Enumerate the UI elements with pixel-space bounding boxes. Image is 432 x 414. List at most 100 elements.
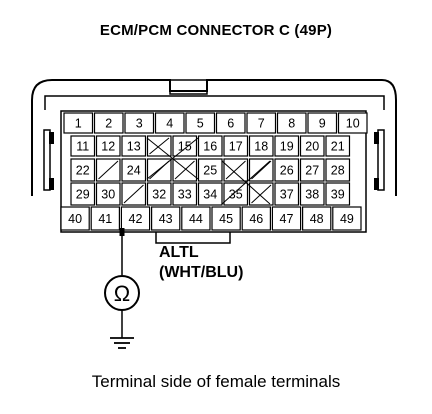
svg-text:11: 11 [76,140,89,154]
terminal-2: 2 [93,112,124,134]
terminal-27: 27 [299,158,325,182]
svg-text:24: 24 [127,164,141,178]
svg-text:10: 10 [346,117,360,131]
terminal-3: 3 [124,112,155,134]
svg-text:33: 33 [178,188,192,202]
svg-text:8: 8 [288,117,295,131]
terminal-5: 5 [185,112,216,134]
svg-text:25: 25 [203,164,217,178]
caption: Terminal side of female terminals [91,372,341,391]
terminal-11: 11 [70,135,96,157]
svg-text:3: 3 [136,117,143,131]
terminal-44: 44 [181,206,211,231]
terminal-34: 34 [197,182,223,206]
svg-text:40: 40 [68,212,82,226]
terminal-37: 37 [274,182,300,206]
svg-text:41: 41 [98,212,112,226]
svg-text:5: 5 [197,117,204,131]
terminal-42: 42 [120,206,151,231]
terminal-empty [95,158,121,182]
svg-text:43: 43 [159,212,173,226]
probe-tip [119,228,125,236]
side-clip-left [43,129,51,191]
terminal-10: 10 [337,112,368,134]
svg-text:12: 12 [101,140,115,154]
terminal-45: 45 [211,206,241,231]
ohm-symbol: Ω [114,281,130,306]
terminal-empty [223,158,249,182]
terminal-40: 40 [60,206,90,231]
svg-text:6: 6 [227,117,234,131]
diagram-title: ECM/PCM CONNECTOR C (49P) [99,22,333,39]
svg-text:19: 19 [280,140,294,154]
side-notch-right-bottom [374,178,379,190]
svg-text:47: 47 [280,212,294,226]
terminal-12: 12 [95,135,121,157]
svg-text:21: 21 [331,140,345,154]
svg-text:7: 7 [258,117,265,131]
blank-cavity-mark [221,160,271,205]
svg-text:15: 15 [178,140,192,154]
terminal-empty [172,158,198,182]
side-clip-right [377,129,385,191]
connector-housing [31,79,397,196]
terminal-6: 6 [215,112,246,134]
svg-text:9: 9 [319,117,326,131]
svg-text:48: 48 [310,212,324,226]
svg-text:45: 45 [219,212,233,226]
grid-outline [60,110,367,233]
svg-text:30: 30 [101,188,115,202]
terminal-7: 7 [246,112,277,134]
svg-text:16: 16 [203,140,217,154]
terminal-32: 32 [146,182,172,206]
svg-text:29: 29 [76,188,90,202]
side-notch-left-bottom [49,178,54,190]
terminal-33: 33 [172,182,198,206]
terminal-19: 19 [274,135,300,157]
terminal-15: 15 [172,135,198,157]
terminal-1: 1 [63,112,94,134]
terminal-18: 18 [248,135,274,157]
ohmmeter-icon: Ω [104,275,140,311]
svg-text:2: 2 [105,117,112,131]
terminal-empty [146,135,172,157]
svg-text:4: 4 [166,117,173,131]
terminal-empty [248,182,274,206]
terminal-29: 29 [70,182,96,206]
svg-text:27: 27 [305,164,319,178]
connector-lock-tab [169,79,208,95]
signal-wire-color: (WHT/BLU) [159,264,244,281]
terminal-47: 47 [271,206,302,231]
terminal-25: 25 [197,158,223,182]
signal-name: ALTL [159,244,199,261]
terminal-24: 24 [121,158,147,182]
terminal-48: 48 [302,206,332,231]
svg-text:42: 42 [129,212,143,226]
terminal-35: 35 [223,182,249,206]
terminal-4: 4 [154,112,185,134]
connector-bottom-key [155,232,231,244]
side-notch-left-top [49,132,54,144]
terminal-39: 39 [325,182,351,206]
terminal-13: 13 [121,135,147,157]
side-notch-right-top [374,132,379,144]
terminal-16: 16 [197,135,223,157]
terminal-empty [248,158,274,182]
svg-text:38: 38 [305,188,319,202]
terminal-21: 21 [325,135,351,157]
svg-text:34: 34 [203,188,217,202]
terminal-20: 20 [299,135,325,157]
svg-text:28: 28 [331,164,345,178]
svg-text:18: 18 [254,140,268,154]
blank-cavity-mark [146,137,199,180]
svg-text:35: 35 [229,188,243,202]
terminal-28: 28 [325,158,351,182]
svg-text:37: 37 [280,188,294,202]
terminal-46: 46 [241,206,271,231]
svg-text:1: 1 [75,117,82,131]
terminal-38: 38 [299,182,325,206]
svg-text:22: 22 [76,164,90,178]
svg-text:39: 39 [331,188,345,202]
